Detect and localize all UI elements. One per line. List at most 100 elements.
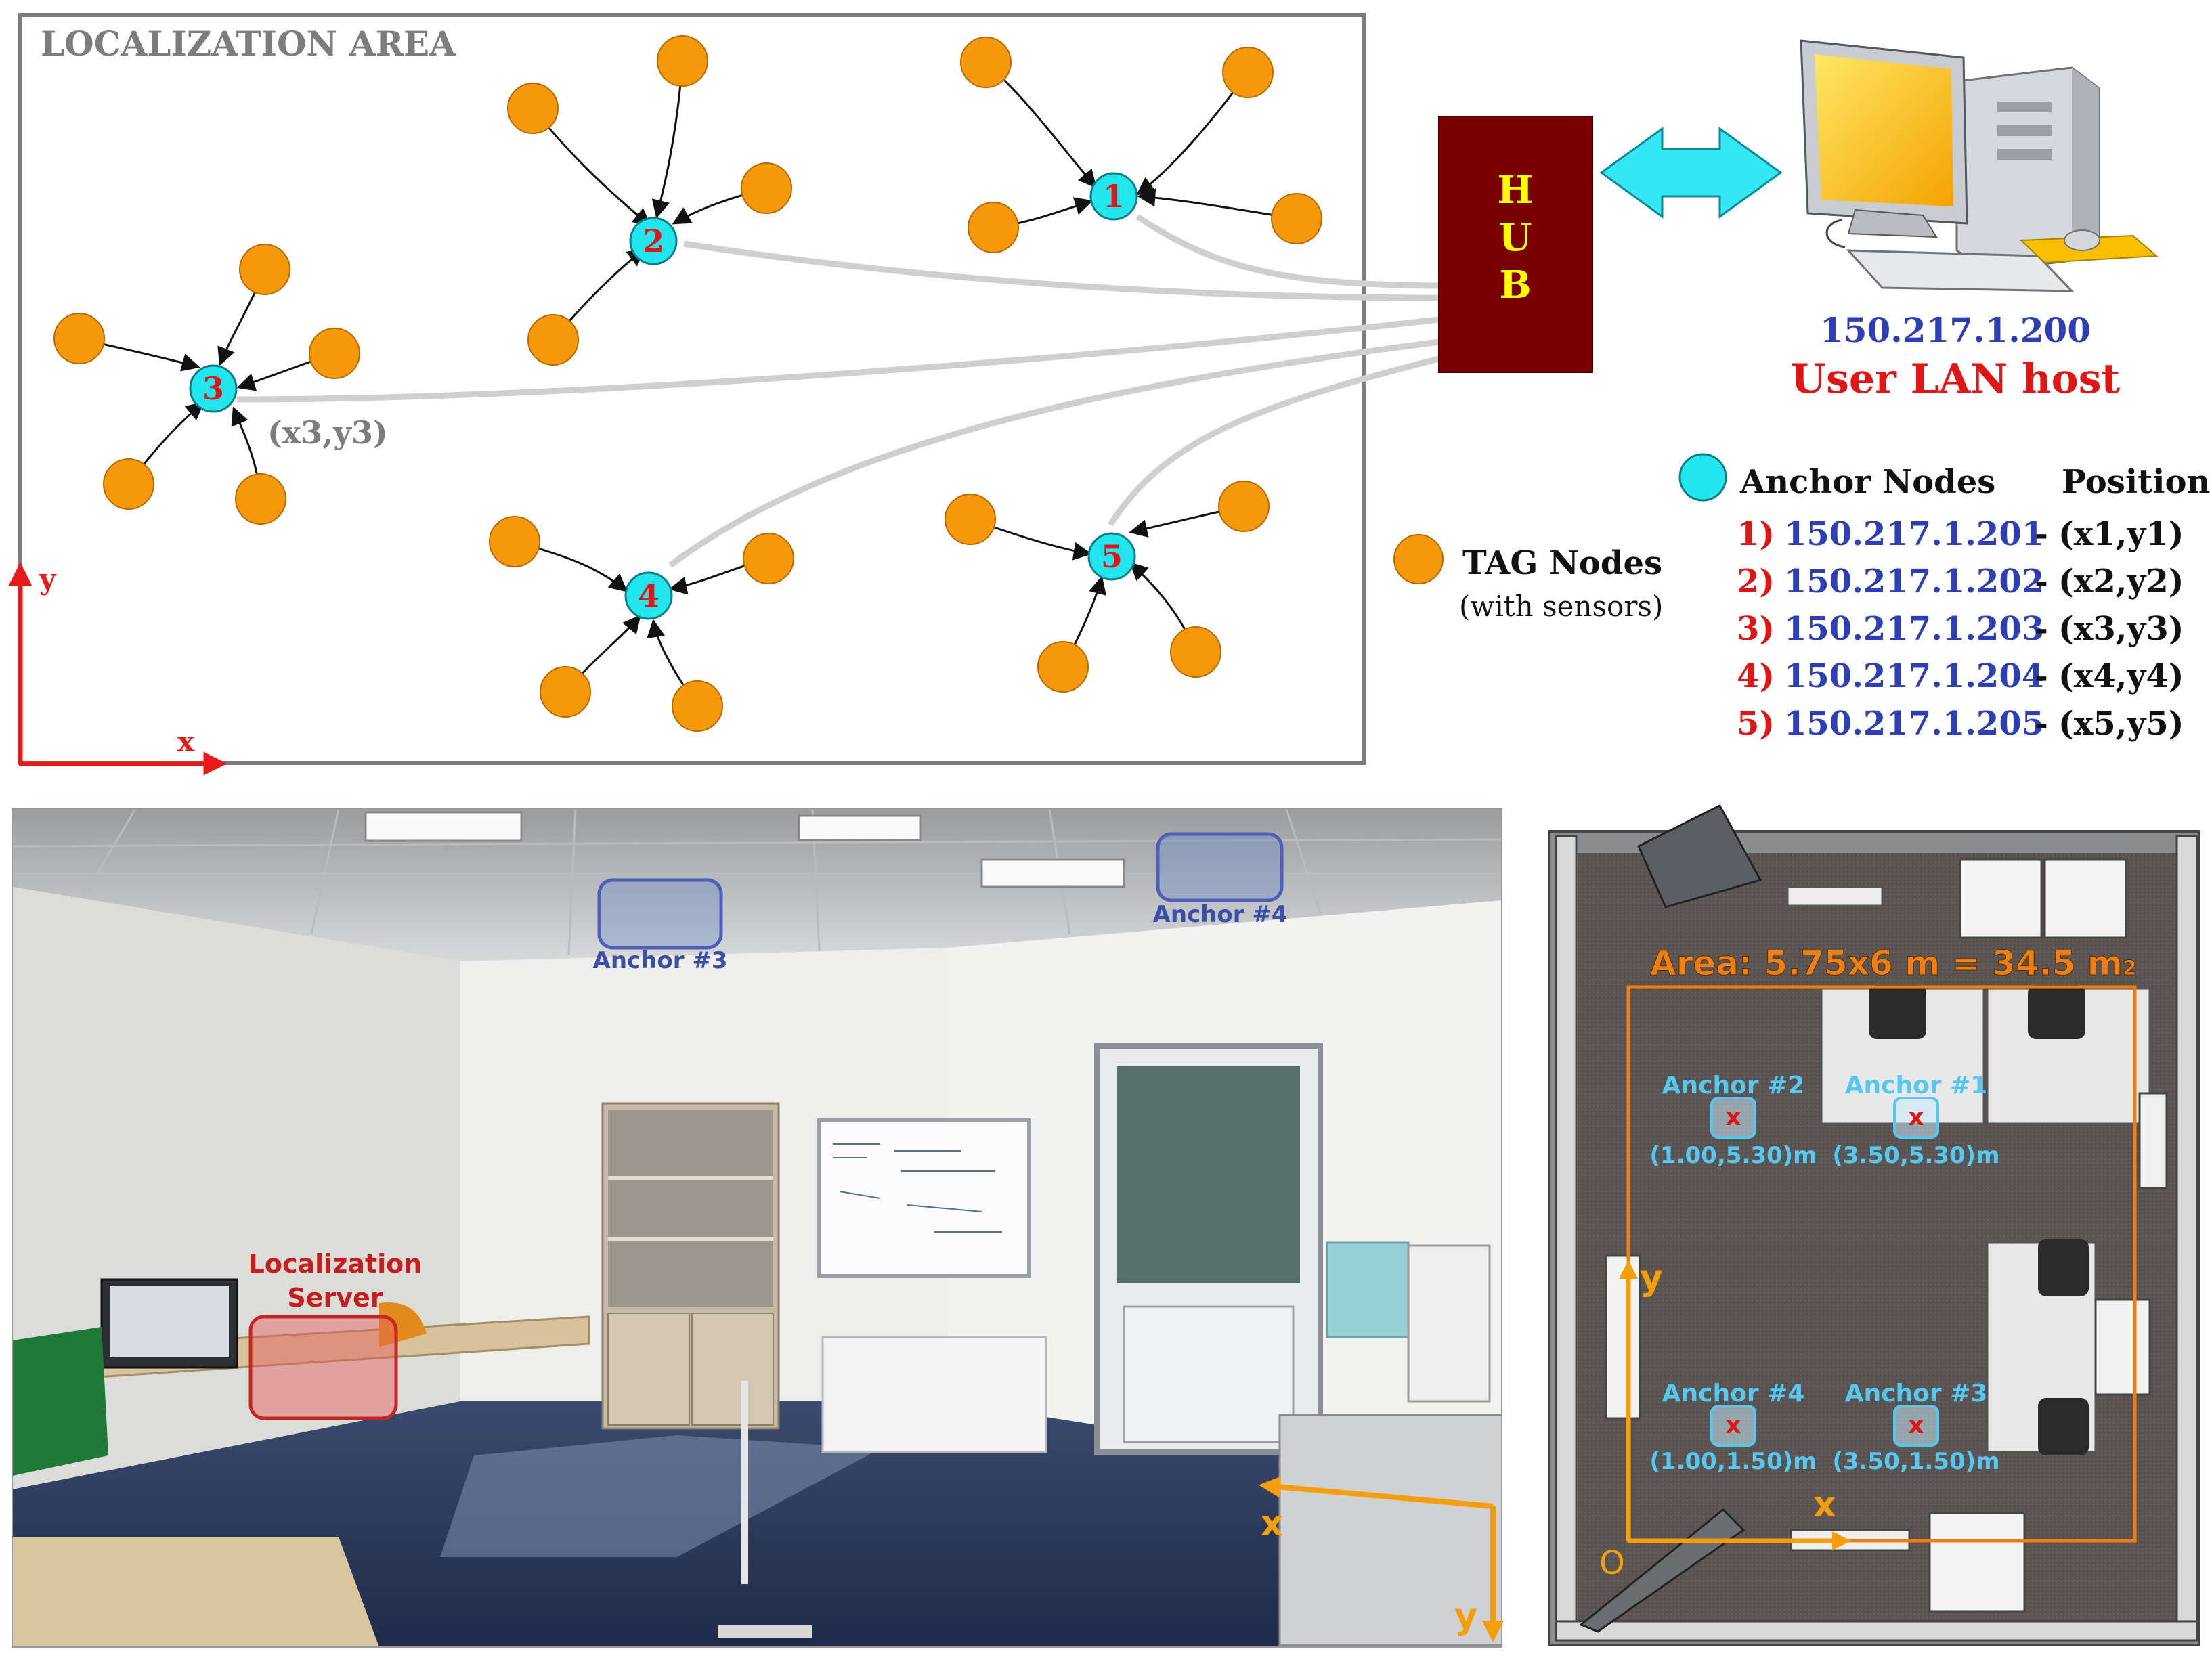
- tag-node: [1170, 626, 1221, 678]
- tag-nodes: [53, 35, 1322, 732]
- svg-text:5): 5): [1737, 705, 1775, 743]
- tag-node: [527, 314, 579, 366]
- svg-text:150.217.1.205: 150.217.1.205: [1784, 705, 2044, 743]
- tag-node: [489, 516, 540, 567]
- photo-anchor3-label: Anchor #3: [593, 947, 728, 974]
- svg-text:150.217.1.202: 150.217.1.202: [1784, 563, 2044, 600]
- position-header: Position: [2062, 463, 2210, 501]
- svg-text:(1.00,5.30)m: (1.00,5.30)m: [1649, 1142, 1817, 1169]
- svg-text:(x4,y4): (x4,y4): [2058, 657, 2184, 695]
- plan-anchor-1: Anchor #1 x (3.50,5.30)m: [1832, 1072, 1999, 1169]
- server-highlight: [248, 1315, 398, 1420]
- anchor-node-1: 1: [1089, 172, 1138, 221]
- tag-node: [507, 83, 559, 134]
- tag-node: [309, 328, 360, 379]
- photo-axis-x: x: [1261, 1504, 1284, 1544]
- svg-text:1: 1: [1103, 178, 1125, 215]
- localization-area-title: LOCALIZATION AREA: [41, 24, 456, 64]
- photo-server-label-1: Localization: [248, 1249, 422, 1279]
- tag-node: [103, 458, 154, 510]
- tag-legend: TAG Nodes (with sensors): [1393, 534, 1663, 623]
- svg-text:2): 2): [1737, 563, 1775, 600]
- svg-text:x: x: [1908, 1411, 1924, 1439]
- svg-text:150.217.1.203: 150.217.1.203: [1784, 610, 2044, 648]
- tag-node: [945, 494, 996, 545]
- anchor-node-2: 2: [629, 217, 678, 265]
- tag-node: [1037, 641, 1089, 693]
- anchor-row-5: 5) 150.217.1.205 - (x5,y5): [1737, 705, 2184, 743]
- double-arrow-icon: [1599, 127, 1783, 219]
- svg-text:3: 3: [202, 370, 224, 407]
- anchor4-highlight: [1156, 832, 1284, 902]
- svg-text:-: -: [2035, 610, 2048, 648]
- plan-axis-x: x: [1813, 1485, 1836, 1525]
- anchor-nodes: 1 2 3 4 5: [189, 172, 1138, 620]
- svg-text:(3.50,5.30)m: (3.50,5.30)m: [1832, 1142, 1999, 1169]
- svg-text:-: -: [2035, 563, 2048, 600]
- hub: H U B: [1438, 116, 1593, 373]
- host-label: User LAN host: [1791, 355, 2121, 403]
- room-photo: Anchor #3 Anchor #4 Localization Server …: [12, 808, 1504, 1648]
- tag-node: [672, 680, 723, 732]
- tag-node: [960, 37, 1012, 88]
- tag-node: [1271, 193, 1322, 244]
- diagram-axis-y: y: [39, 563, 57, 596]
- svg-text:x: x: [1725, 1411, 1741, 1439]
- host-ip: 150.217.1.200: [1820, 310, 2091, 350]
- svg-text:5: 5: [1101, 538, 1123, 575]
- svg-text:1): 1): [1737, 515, 1775, 553]
- svg-text:-: -: [2035, 705, 2048, 743]
- svg-text:(x5,y5): (x5,y5): [2058, 705, 2184, 743]
- localization-diagram: LOCALIZATION AREA: [8, 13, 2210, 776]
- anchor-legend: Anchor Nodes Position 1) 150.217.1.201 -…: [1678, 453, 2210, 743]
- svg-text:2: 2: [643, 223, 664, 259]
- photo-axis-y: y: [1454, 1596, 1477, 1637]
- plan-anchor-4: Anchor #4 x (1.00,1.50)m: [1649, 1380, 1817, 1475]
- svg-text:Anchor #4: Anchor #4: [1662, 1380, 1805, 1407]
- svg-text:-: -: [2035, 515, 2048, 553]
- anchor-row-3: 3) 150.217.1.203 - (x3,y3): [1737, 610, 2184, 648]
- svg-text:150.217.1.204: 150.217.1.204: [1784, 657, 2044, 695]
- svg-text:3): 3): [1737, 610, 1775, 648]
- svg-text:(x3,y3): (x3,y3): [2058, 610, 2184, 648]
- tag-node: [657, 35, 708, 87]
- anchor-row-2: 2) 150.217.1.202 - (x2,y2): [1737, 563, 2184, 600]
- hub-letter-b: B: [1499, 263, 1531, 307]
- svg-text:4: 4: [638, 577, 659, 614]
- anchor-node-5: 5: [1087, 532, 1136, 581]
- floor-plan: Area: 5.75x6 m = 34.5 m2 Anchor #2 x (1.…: [1548, 804, 2200, 1646]
- hub-cables: [236, 214, 1440, 568]
- svg-text:x: x: [1725, 1103, 1741, 1131]
- tag-legend-icon: [1393, 534, 1444, 584]
- photo-server-label-2: Server: [287, 1283, 383, 1313]
- anchor-coord-label: (x3,y3): [267, 414, 388, 451]
- tag-node: [235, 473, 286, 525]
- plan-origin: O: [1599, 1544, 1625, 1582]
- plan-anchor-3: Anchor #3 x (3.50,1.50)m: [1832, 1380, 1999, 1475]
- svg-text:Anchor #3: Anchor #3: [1845, 1380, 1988, 1407]
- diagram-axis-x: x: [177, 725, 195, 758]
- anchor-legend-label: Anchor Nodes: [1739, 463, 1995, 501]
- svg-text:(3.50,1.50)m: (3.50,1.50)m: [1832, 1448, 1999, 1475]
- svg-text:(1.00,1.50)m: (1.00,1.50)m: [1649, 1448, 1817, 1475]
- anchor3-highlight: [597, 878, 723, 950]
- svg-text:(x2,y2): (x2,y2): [2058, 563, 2184, 600]
- tag-node: [1218, 481, 1270, 532]
- plan-axes: y x O: [1599, 1258, 1851, 1582]
- anchor-node-4: 4: [624, 571, 673, 620]
- tag-legend-sub: (with sensors): [1459, 590, 1663, 623]
- svg-text:4): 4): [1737, 657, 1775, 695]
- svg-text:150.217.1.201: 150.217.1.201: [1784, 515, 2044, 553]
- anchor-row-4: 4) 150.217.1.204 - (x4,y4): [1737, 657, 2184, 695]
- tag-legend-label: TAG Nodes: [1462, 544, 1662, 582]
- tag-node: [1222, 47, 1274, 98]
- diagram-axes: y x: [8, 562, 227, 776]
- tag-node: [741, 162, 792, 214]
- svg-text:x: x: [1908, 1103, 1924, 1131]
- plan-anchor-2: Anchor #2 x (1.00,5.30)m: [1649, 1072, 1817, 1169]
- svg-text:Anchor #2: Anchor #2: [1662, 1072, 1805, 1099]
- tag-node: [53, 313, 105, 364]
- tag-node: [743, 533, 794, 584]
- tag-node: [239, 244, 290, 295]
